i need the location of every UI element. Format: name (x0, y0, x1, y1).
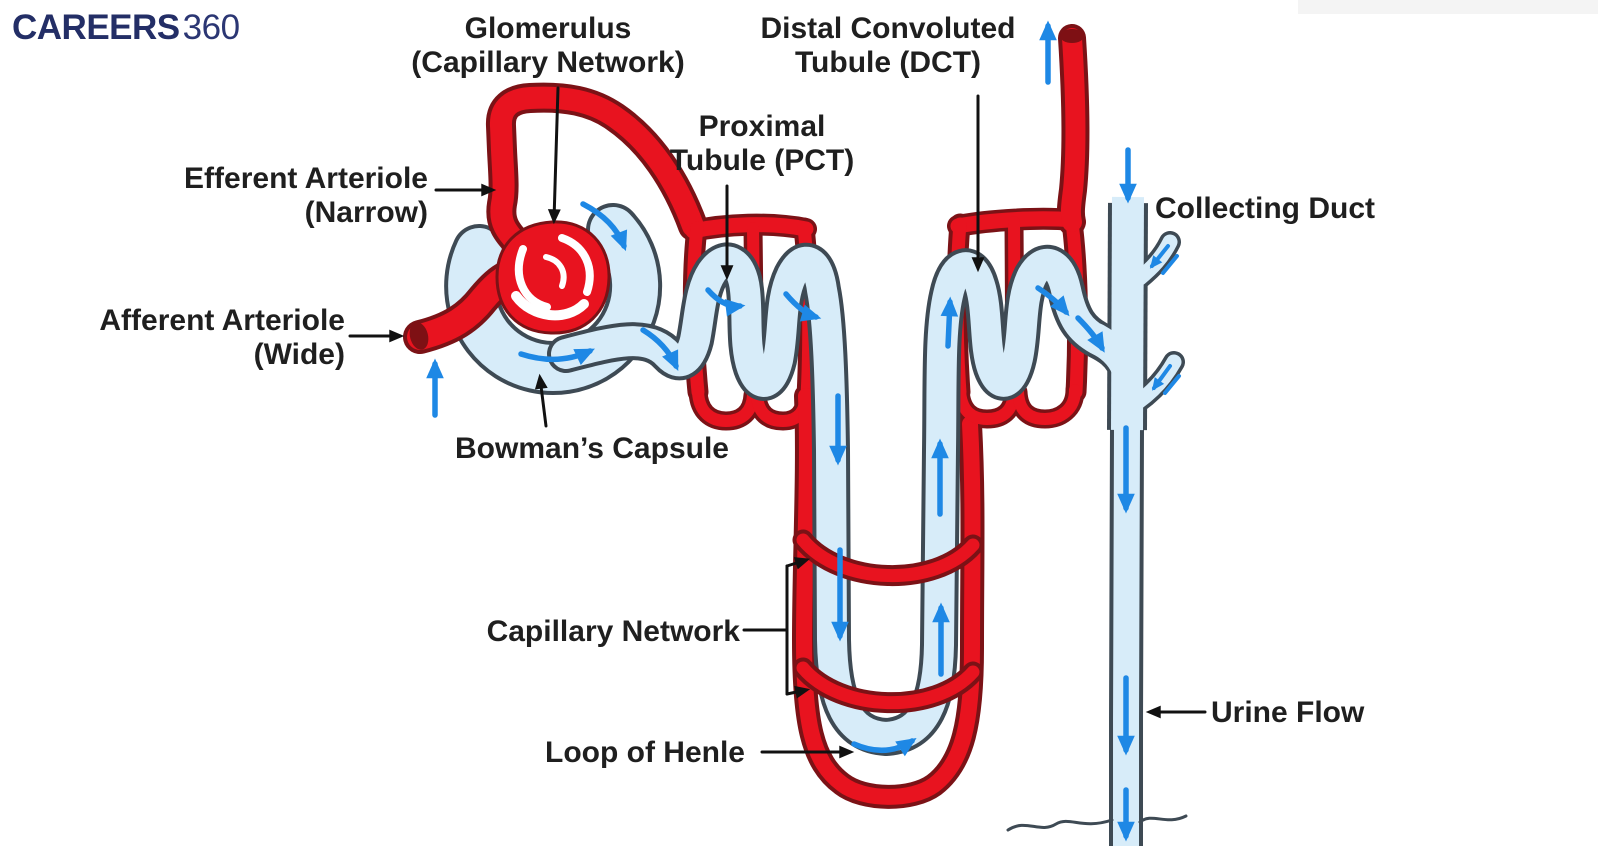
label-loop-of-henle: Loop of Henle (545, 736, 745, 769)
collecting-duct-upper (1111, 196, 1144, 431)
careers360-logo: CAREERS360 (12, 8, 240, 48)
label-efferent-line2: (Narrow) (305, 196, 428, 229)
flow-arrow-capsule-neck-icon (640, 327, 679, 372)
flow-arrow-pct-hump2-icon (783, 291, 822, 322)
efferent-arteriole-arch (490, 86, 704, 257)
leader-glomerulus-arrow-icon (547, 86, 561, 225)
top-right-gray-strip (1298, 0, 1598, 14)
capillary-band-lower (796, 661, 980, 710)
label-pct-line1: Proximal (699, 110, 826, 143)
flow-arrow-dct-hump-up-icon (940, 296, 959, 349)
leader-capillary-arm-top-icon (785, 557, 811, 570)
leader-bowmans-arrow-icon (534, 373, 548, 428)
flow-arrows (426, 20, 1181, 842)
diagram-labels: Glomerulus (Capillary Network) Distal Co… (99, 12, 1375, 769)
renal-tubule-shape (547, 242, 1143, 756)
vasa-recta-u-loop (796, 388, 981, 805)
label-dct-line1: Distal Convoluted (760, 12, 1015, 45)
capillary-network-bands (792, 529, 984, 714)
capillary-band-upper (796, 533, 980, 583)
logo-text-bold: CAREERS (12, 8, 180, 47)
efferent-vein-vertical (1060, 28, 1086, 232)
label-bowmans-capsule: Bowman’s Capsule (455, 432, 729, 465)
label-capillary-network: Capillary Network (487, 615, 741, 648)
flow-arrow-branch2-chevron-icon (1151, 364, 1172, 391)
duct-base-flare-right (1138, 814, 1188, 824)
flow-arrow-dct-exit-1-icon (1035, 285, 1070, 317)
label-glomerulus-line1: Glomerulus (465, 12, 632, 45)
label-urine-flow: Urine Flow (1211, 696, 1365, 729)
label-efferent-line1: Efferent Arteriole (184, 162, 428, 195)
flow-arrow-capsule-lower-icon (518, 348, 595, 366)
logo-text-light: 360 (182, 8, 240, 47)
flow-arrow-branch1-chevron2-icon (1161, 254, 1179, 275)
label-collecting-duct: Collecting Duct (1155, 192, 1375, 225)
flow-arrow-henle-bend-icon (851, 737, 917, 757)
duct-base-flare-left (1006, 818, 1114, 832)
label-leaders (348, 86, 1207, 759)
dct-frame-scallop-1 (954, 384, 1020, 425)
glomerulus-shape (495, 220, 611, 335)
afferent-open-end-cap (409, 322, 429, 350)
dct-frame-scallop-2 (1012, 384, 1081, 425)
label-pct-line2: Tubule (PCT) (670, 144, 854, 177)
label-dct-line2: Tubule (DCT) (795, 46, 981, 79)
flow-arrow-branch1-chevron-icon (1149, 244, 1170, 269)
pct-frame-scallop-1 (692, 386, 759, 427)
flow-arrow-branch2-chevron2-icon (1163, 374, 1181, 395)
flow-arrow-capsule-upper-icon (580, 201, 628, 252)
label-glomerulus-line2: (Capillary Network) (411, 46, 684, 79)
flow-arrow-pct-hump1-icon (705, 287, 746, 317)
label-afferent-line1: Afferent Arteriole (99, 304, 345, 337)
label-afferent-line2: (Wide) (254, 338, 345, 371)
vein-open-end-cap (1060, 29, 1084, 43)
flow-arrow-dct-exit-2-icon (1075, 315, 1105, 353)
leader-capillary-arm-bottom-icon (785, 685, 811, 699)
